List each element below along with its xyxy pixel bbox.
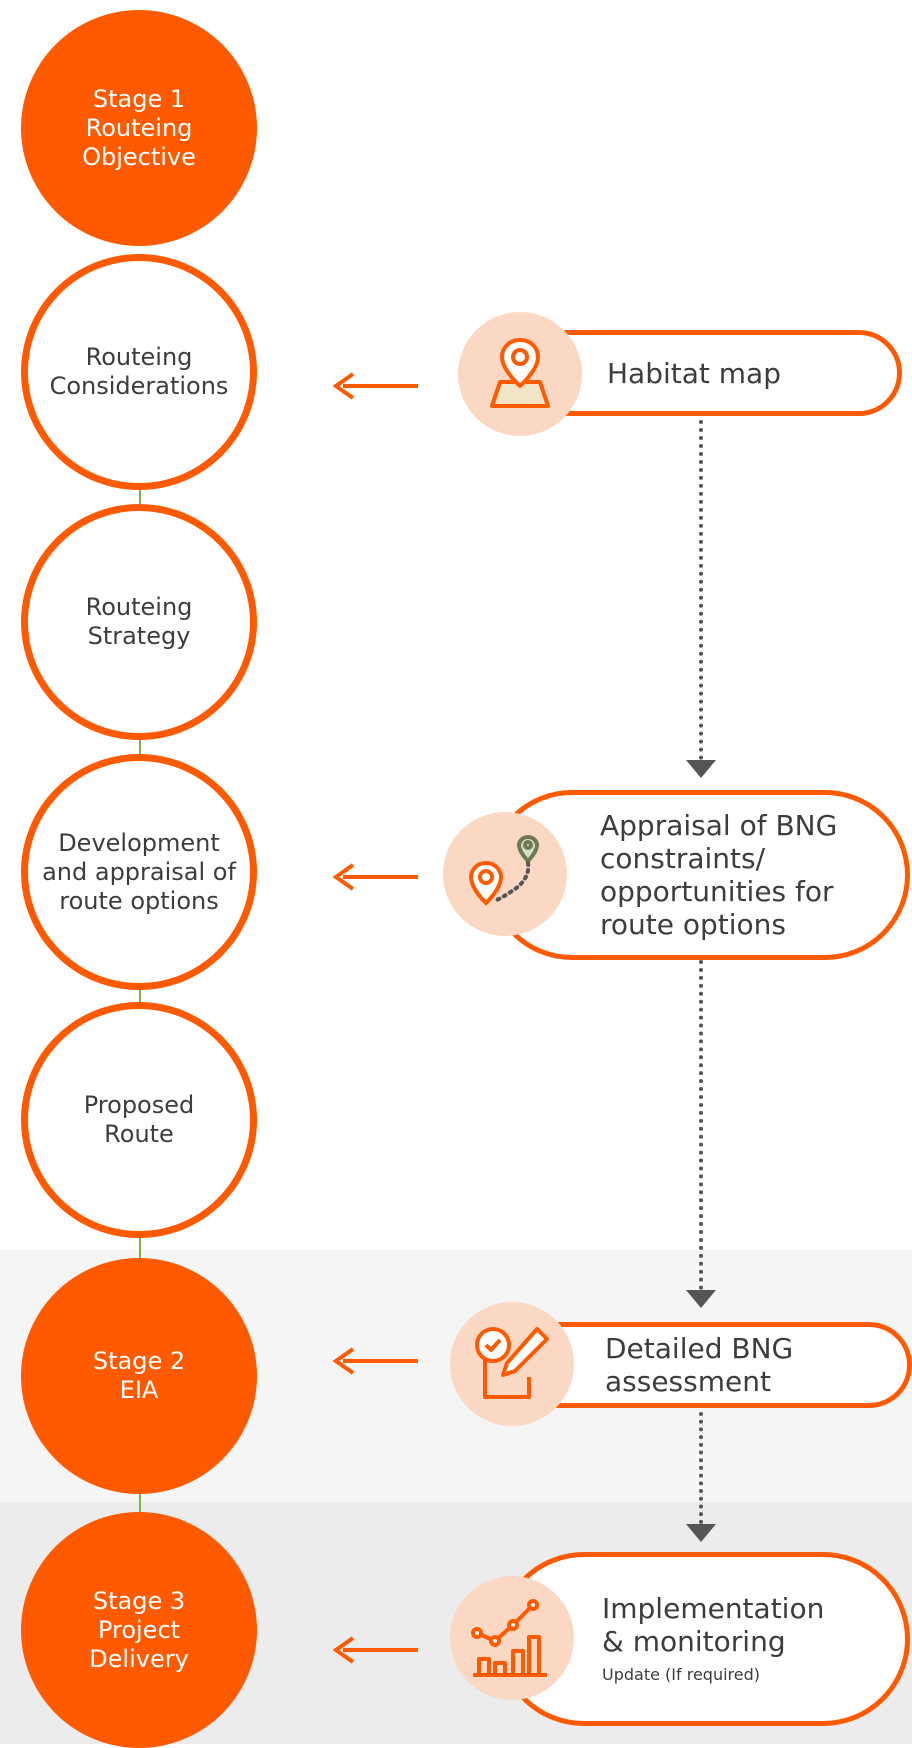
detailed-assessment-label: Detailed BNG assessment	[605, 1332, 794, 1398]
left-arrow	[333, 372, 418, 400]
routeing-considerations-circle: Routeing Considerations	[21, 254, 257, 490]
map-pin-icon	[458, 312, 582, 436]
left-arrow	[333, 863, 418, 891]
left-arrow	[333, 1347, 418, 1375]
connector-line	[139, 1484, 141, 1516]
development-appraisal-circle: Development and appraisal of route optio…	[21, 754, 257, 990]
implementation-title: Implementation & monitoring	[602, 1592, 825, 1658]
checklist-edit-icon	[450, 1302, 574, 1426]
connector-line	[139, 1230, 141, 1262]
connector-line	[139, 982, 141, 1004]
connector-line	[139, 732, 141, 754]
down-arrow	[686, 1524, 716, 1542]
dotted-connector	[699, 960, 703, 1290]
proposed-route-circle: Proposed Route	[21, 1002, 257, 1238]
routeing-strategy-circle: Routeing Strategy	[21, 504, 257, 740]
connector-line	[139, 482, 141, 504]
appraisal-label: Appraisal of BNG constraints/ opportunit…	[600, 809, 838, 941]
down-arrow	[686, 760, 716, 778]
left-arrow	[333, 1636, 418, 1664]
appraisal-box: Appraisal of BNG constraints/ opportunit…	[487, 790, 910, 960]
habitat-map-box: Habitat map	[544, 330, 902, 416]
implementation-note: Update (If required)	[602, 1665, 760, 1684]
stage3-circle: Stage 3 Project Delivery	[21, 1512, 257, 1748]
growth-chart-icon	[450, 1576, 574, 1700]
dotted-connector	[699, 1412, 703, 1524]
detailed-assessment-box: Detailed BNG assessment	[548, 1322, 912, 1408]
route-pins-icon	[443, 812, 567, 936]
stage2-circle: Stage 2 EIA	[21, 1258, 257, 1494]
down-arrow	[686, 1290, 716, 1308]
habitat-map-label: Habitat map	[607, 356, 781, 390]
dotted-connector	[699, 420, 703, 760]
stage1-circle: Stage 1 Routeing Objective	[21, 10, 257, 246]
